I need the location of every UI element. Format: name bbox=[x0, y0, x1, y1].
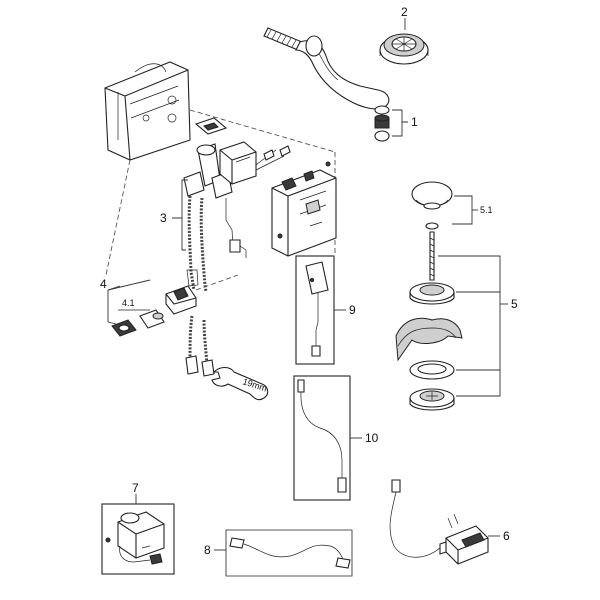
power-adapter: 6 bbox=[389, 479, 510, 565]
label-part-1: 1 bbox=[411, 115, 418, 129]
battery-holder bbox=[165, 285, 197, 315]
aerator-housing bbox=[374, 130, 390, 142]
drain-rod bbox=[429, 231, 435, 281]
label-part-10: 10 bbox=[365, 431, 379, 445]
guide-line bbox=[189, 109, 336, 153]
guide-line bbox=[105, 159, 131, 276]
wrench-19mm: 19mm bbox=[211, 366, 268, 401]
label-part-6: 6 bbox=[503, 529, 510, 543]
control-plate bbox=[271, 161, 337, 257]
mounting-box bbox=[104, 61, 191, 161]
escutcheon-cap: 2 bbox=[379, 5, 429, 65]
label-part-9: 9 bbox=[349, 303, 356, 317]
guide-line bbox=[195, 274, 239, 291]
valve-module: 3 bbox=[160, 117, 291, 293]
sensor-window bbox=[305, 261, 329, 295]
label-part-4: 4 bbox=[100, 277, 107, 291]
extension-cable: 8 bbox=[204, 529, 353, 577]
label-part-8: 8 bbox=[204, 543, 211, 557]
label-part-5: 5 bbox=[511, 297, 518, 311]
label-part-4-1: 4.1 bbox=[122, 298, 135, 308]
label-part-5-1: 5.1 bbox=[480, 205, 493, 215]
label-part-2: 2 bbox=[401, 5, 408, 19]
control-unit-panel: 7 bbox=[101, 481, 175, 575]
drain-assembly: 5.1 5 bbox=[395, 181, 518, 411]
supply-hoses bbox=[185, 315, 215, 377]
label-part-7: 7 bbox=[132, 481, 139, 495]
label-part-3: 3 bbox=[160, 211, 167, 225]
basin-section bbox=[395, 317, 463, 362]
washer-ring bbox=[374, 105, 390, 115]
sensor-panel: 9 bbox=[295, 255, 356, 365]
battery-assembly: 4 4.1 bbox=[100, 277, 197, 337]
sensor-cable-panel: 10 bbox=[293, 375, 379, 501]
spout-assembly: 1 bbox=[263, 27, 418, 142]
